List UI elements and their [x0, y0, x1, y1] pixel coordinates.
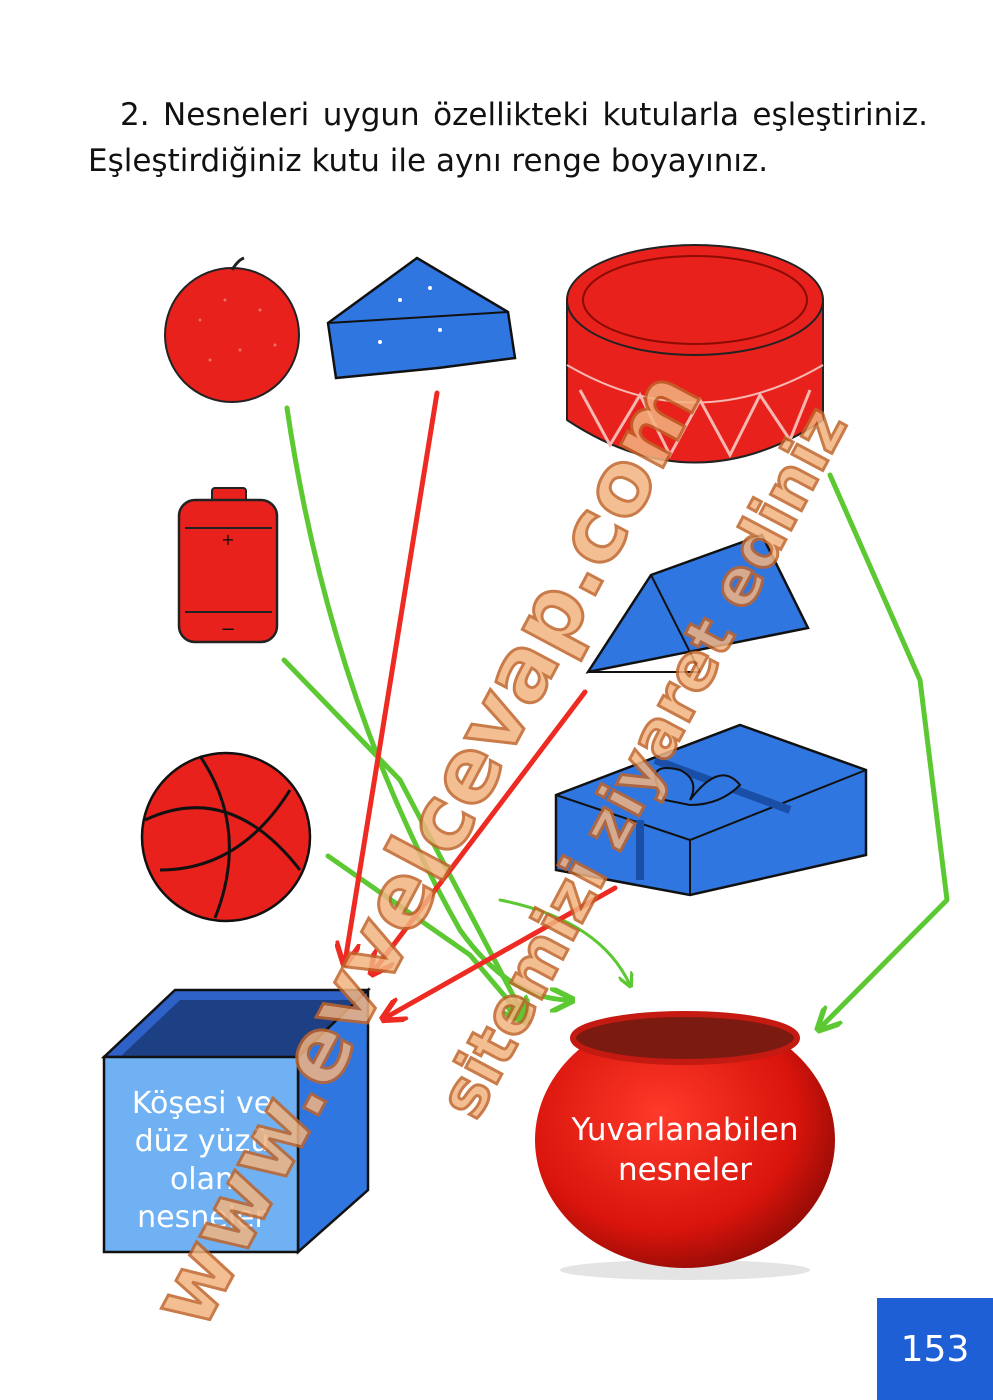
box-label-line-3: olan — [169, 1162, 235, 1197]
box-label-line-4: nesneler — [137, 1200, 267, 1235]
svg-text:−: − — [220, 619, 235, 640]
gift-box-object — [554, 723, 868, 897]
cheese-object — [326, 256, 517, 380]
matching-arrows — [281, 390, 950, 1028]
prism-object — [585, 533, 810, 674]
box-label-line-1: Köşesi ve — [131, 1086, 273, 1121]
instruction-line-1: 2. Nesneleri uygun özellikteki kutularla… — [120, 97, 928, 133]
blue-box-label: Köşesi ve düz yüzü olan nesneler — [104, 1085, 300, 1237]
bowl-label-line-2: nesneler — [617, 1152, 753, 1188]
basketball-object — [140, 751, 312, 923]
drum-object — [566, 244, 824, 464]
instruction-line-2: Eşleştirdiğiniz kutu ile aynı renge boya… — [88, 143, 769, 179]
orange-object — [164, 256, 300, 403]
svg-text:+: + — [221, 530, 234, 549]
red-bowl-label: Yuvarlanabilen nesneler — [550, 1110, 820, 1190]
red-bowl-container — [535, 1011, 835, 1280]
page-number: 153 — [877, 1298, 993, 1400]
blue-box-container — [100, 987, 372, 1255]
battery-object: + − — [177, 487, 279, 644]
box-label-line-2: düz yüzü — [134, 1124, 270, 1159]
instruction-text: 2. Nesneleri uygun özellikteki kutularla… — [88, 92, 928, 184]
bowl-label-line-1: Yuvarlanabilen — [571, 1112, 799, 1148]
